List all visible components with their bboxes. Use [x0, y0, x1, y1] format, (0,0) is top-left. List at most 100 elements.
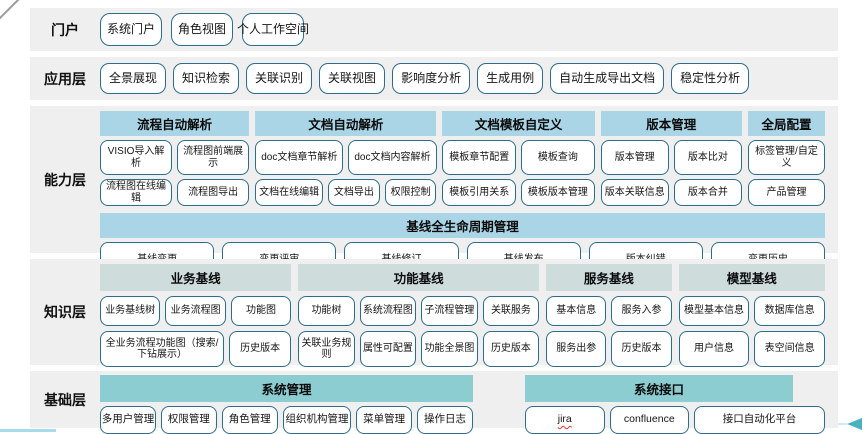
node-button[interactable]: 业务基线树 — [100, 296, 161, 326]
groups-row: 业务基线业务基线树业务流程图功能图全业务流程功能图（搜索/下钻展示）历史版本功能… — [100, 264, 825, 367]
node-button[interactable]: 组织机构管理 — [282, 406, 352, 434]
node-button[interactable]: 用户信息 — [678, 331, 750, 367]
node-button[interactable]: 标签管理/自定义 — [747, 140, 826, 175]
node-button[interactable]: 模板章节配置 — [442, 140, 517, 175]
node-row: 流程图在线编辑流程图导出 — [100, 179, 250, 206]
node-row: 全业务流程功能图（搜索/下钻展示）历史版本 — [100, 331, 292, 367]
node-row: 全景展现知识检索关联识别关联视图影响度分析生成用例自动生成导出文档稳定性分析 — [100, 63, 750, 94]
node-button[interactable]: 版本关联信息 — [600, 179, 669, 206]
group-header: 系统管理 — [100, 375, 473, 402]
node-button[interactable]: 业务流程图 — [165, 296, 226, 326]
group-header: 基线全生命周期管理 — [100, 213, 825, 238]
node-button[interactable]: 操作日志 — [417, 406, 474, 434]
node-button[interactable]: 版本比对 — [673, 140, 742, 175]
groups-row: 系统门户角色视图个人工作空间 — [100, 13, 825, 46]
node-button[interactable]: 关联服务 — [482, 296, 540, 326]
node-button[interactable]: 产品管理 — [747, 179, 826, 206]
node-button[interactable]: 流程图导出 — [177, 179, 250, 206]
diagram-group: 业务基线业务基线树业务流程图功能图全业务流程功能图（搜索/下钻展示）历史版本 — [100, 264, 292, 367]
layer-label-foundation: 基础层 — [44, 391, 86, 408]
group-header: 业务基线 — [100, 264, 292, 291]
node-button[interactable]: doc文档内容解析 — [348, 140, 437, 175]
group-header: 文档自动解析 — [255, 111, 437, 136]
node-button[interactable]: 自动生成导出文档 — [550, 63, 665, 94]
group-header: 服务基线 — [546, 264, 672, 291]
node-button[interactable]: 关联业务规则 — [298, 331, 355, 367]
node-button[interactable]: 影响度分析 — [392, 63, 471, 94]
node-row: 业务基线树业务流程图功能图 — [100, 296, 292, 326]
node-button[interactable]: 关联视图 — [319, 63, 386, 94]
node-button[interactable]: 表空间信息 — [754, 331, 825, 367]
node-button[interactable]: 基本信息 — [546, 296, 607, 326]
node-button[interactable]: confluence — [609, 406, 690, 434]
node-row: 多用户管理权限管理角色管理组织机构管理菜单管理操作日志 — [100, 406, 474, 434]
node-row: 基本信息服务入参 — [546, 296, 672, 326]
node-button[interactable]: 权限管理 — [160, 406, 217, 434]
node-button[interactable]: 模板查询 — [521, 140, 595, 175]
diagram-group: 系统门户角色视图个人工作空间 — [100, 13, 309, 46]
diagram-group: 功能基线功能树系统流程图子流程管理关联服务关联业务规则属性可配置功能全景图历史版… — [298, 264, 540, 367]
node-button[interactable]: 流程图在线编辑 — [100, 179, 173, 206]
node-button[interactable]: 历史版本 — [611, 331, 672, 367]
node-button[interactable]: 角色视图 — [171, 13, 234, 46]
node-button[interactable]: 系统门户 — [100, 13, 163, 46]
node-button[interactable]: 知识检索 — [173, 63, 240, 94]
node-button[interactable]: jira — [525, 406, 605, 434]
node-button[interactable]: 功能全景图 — [421, 331, 478, 367]
group-header: 系统接口 — [525, 375, 793, 402]
node-button[interactable]: 历史版本 — [482, 331, 540, 367]
node-button[interactable]: 版本管理 — [600, 140, 669, 175]
node-row: 服务出参历史版本 — [546, 331, 672, 367]
node-row: 用户信息表空间信息 — [678, 331, 825, 367]
node-button[interactable]: 服务出参 — [546, 331, 607, 367]
node-button[interactable]: 服务入参 — [611, 296, 672, 326]
node-button[interactable]: 全景展现 — [100, 63, 167, 94]
node-button[interactable]: 菜单管理 — [356, 406, 413, 434]
node-button[interactable]: 生成用例 — [477, 63, 544, 94]
node-row: 模板章节配置模板查询 — [442, 140, 595, 175]
node-button[interactable]: 模型基本信息 — [678, 296, 750, 326]
node-button[interactable]: 模板引用关系 — [442, 179, 517, 206]
layer-band-portal: 门户 系统门户角色视图个人工作空间 — [30, 8, 838, 51]
node-button[interactable]: VISIO导入解析 — [100, 140, 173, 175]
layer-band-knowledge: 知识层业务基线业务基线树业务流程图功能图全业务流程功能图（搜索/下钻展示）历史版… — [30, 259, 838, 367]
node-button[interactable]: 多用户管理 — [100, 406, 156, 434]
node-row: 系统门户角色视图个人工作空间 — [100, 13, 309, 46]
node-button[interactable]: 接口自动化平台 — [694, 406, 825, 434]
node-button[interactable]: 关联识别 — [246, 63, 313, 94]
node-button[interactable]: 权限控制 — [384, 179, 437, 206]
layer-content: 全景展现知识检索关联识别关联视图影响度分析生成用例自动生成导出文档稳定性分析 — [100, 57, 838, 100]
diagram-group: 版本管理版本管理版本比对版本关联信息版本合并 — [600, 111, 742, 206]
node-button[interactable]: 模板版本管理 — [521, 179, 595, 206]
diagram-group: 系统管理多用户管理权限管理角色管理组织机构管理菜单管理操作日志 — [100, 375, 474, 434]
node-button[interactable]: 个人工作空间 — [237, 13, 309, 46]
node-button[interactable]: 文档在线编辑 — [255, 179, 323, 206]
group-header: 模型基线 — [678, 264, 825, 291]
node-button[interactable]: 流程图前端展示 — [177, 140, 250, 175]
group-header: 文档模板自定义 — [442, 111, 595, 136]
node-row: 模型基本信息数据库信息 — [678, 296, 825, 326]
node-button[interactable]: 历史版本 — [229, 331, 292, 367]
node-button[interactable]: 数据库信息 — [754, 296, 825, 326]
node-button[interactable]: 稳定性分析 — [671, 63, 750, 94]
diagram-group: 文档模板自定义模板章节配置模板查询模板引用关系模板版本管理 — [442, 111, 595, 206]
node-button[interactable]: 系统流程图 — [359, 296, 417, 326]
node-button[interactable]: 功能图 — [230, 296, 292, 326]
node-button[interactable]: doc文档章节解析 — [255, 140, 344, 175]
node-button[interactable]: 角色管理 — [221, 406, 278, 434]
diagram-group: 全景展现知识检索关联识别关联视图影响度分析生成用例自动生成导出文档稳定性分析 — [100, 63, 750, 94]
node-button[interactable]: 全业务流程功能图（搜索/下钻展示） — [100, 331, 224, 367]
node-row: 产品管理 — [747, 179, 826, 206]
node-button[interactable]: 文档导出 — [327, 179, 380, 206]
node-button[interactable]: 子流程管理 — [421, 296, 478, 326]
node-button[interactable]: 属性可配置 — [359, 331, 417, 367]
node-button[interactable]: 版本合并 — [673, 179, 742, 206]
node-button[interactable]: 功能树 — [298, 296, 355, 326]
node-row: 版本关联信息版本合并 — [600, 179, 742, 206]
layer-label-portal: 门户 — [51, 21, 79, 38]
left-arrow-icon — [847, 418, 862, 430]
